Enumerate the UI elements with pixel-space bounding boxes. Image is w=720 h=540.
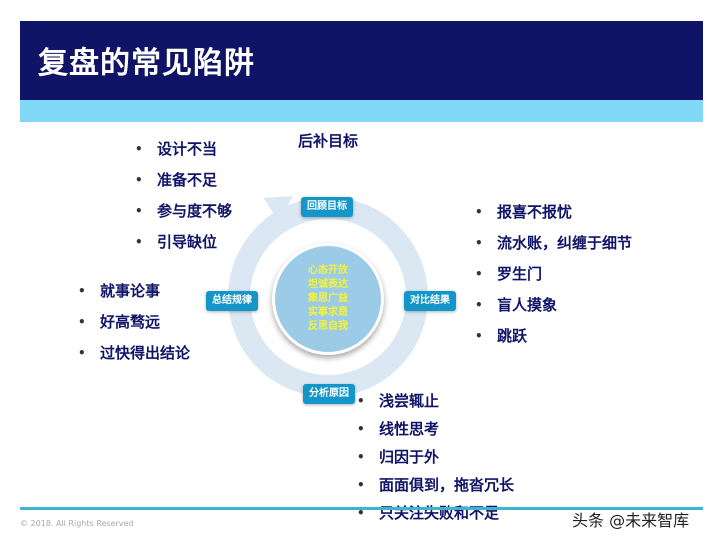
list-item: •引导缺位 [135,233,218,251]
list-item: •归因于外 [357,448,440,466]
list-item: •跳跃 [475,327,528,345]
copyright: © 2018. All Rights Reserved [20,519,134,528]
list-left: •就事论事 •好高骛远 •过快得出结论 [78,281,191,374]
list-bottom: •浅尝辄止 •线性思考 •归因于外 •面面俱到，拖沓冗长 •只关注失败和不足 [357,391,515,531]
list-item: •好高骛远 [78,313,161,331]
list-item: •参与度不够 [135,202,233,220]
list-item: •准备不足 [135,171,218,189]
list-item: •面面俱到，拖沓冗长 [357,476,515,494]
center-text: 实事求是 [308,307,348,318]
node-analyze-causes: 分析原因 [303,384,355,404]
footer-line [20,507,703,510]
center-text: 集思广益 [308,293,348,304]
top-label: 后补目标 [298,132,359,150]
node-review-goal: 回顾目标 [301,197,353,217]
list-top-left: •设计不当 •准备不足 •参与度不够 •引导缺位 [135,139,233,263]
list-item: •浅尝辄止 [357,392,440,410]
center-text: 心态开放 [308,265,348,276]
list-item: •流水账，纠缠于细节 [475,234,633,252]
list-item: •盲人摸象 [475,296,558,314]
list-item: •设计不当 [135,140,218,158]
node-summarize-rules: 总结规律 [206,291,258,311]
list-item: •过快得出结论 [78,344,191,362]
center-circle: 心态开放 坦诚表达 集思广益 实事求是 反思自我 [272,243,384,355]
list-item: •线性思考 [357,420,440,438]
node-compare-results: 对比结果 [404,291,456,311]
list-right: •报喜不报忧 •流水账，纠缠于细节 •罗生门 •盲人摸象 •跳跃 [475,202,633,357]
center-text: 坦诚表达 [308,279,348,290]
accent-band [20,100,703,122]
watermark: 头条 @未来智库 [572,511,690,530]
header-band [20,21,703,100]
list-item: •报喜不报忧 [475,203,573,221]
list-item: •就事论事 [78,282,161,300]
center-text: 反思自我 [308,321,348,332]
list-item: •罗生门 [475,265,543,283]
page-title: 复盘的常见陷阱 [38,46,255,81]
